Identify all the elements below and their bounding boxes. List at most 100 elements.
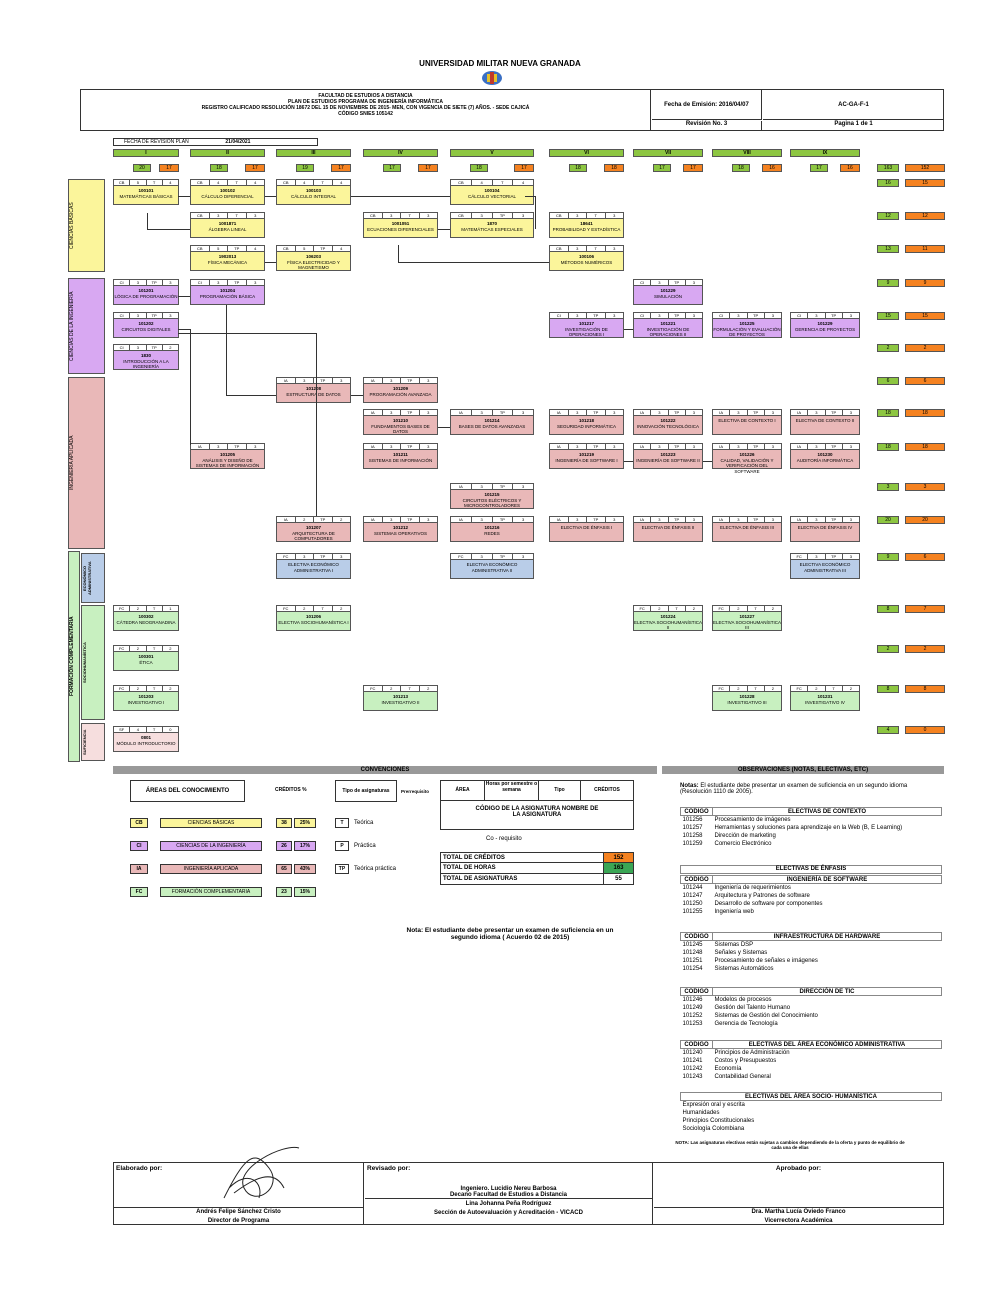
course-header-cell: 3 — [472, 554, 493, 559]
course-name: GERENCIA DE PROYECTOS — [794, 326, 856, 332]
course-header-cell: 3 — [808, 517, 826, 522]
semester-hours: 18 — [732, 164, 750, 172]
tipo-code: T — [335, 818, 349, 828]
course-header-cell: 5 — [210, 246, 228, 251]
course-header-cell: IA — [277, 517, 296, 522]
course-code: 101231 — [817, 694, 833, 699]
total-value: 163 — [603, 863, 633, 873]
obs-code-header: CODIGO — [680, 875, 713, 884]
course-header-cell: IA — [791, 444, 809, 449]
course-header-cell: FC — [713, 686, 731, 691]
course-header-cell: FC — [114, 646, 131, 651]
course-header-cell: 3 — [613, 517, 616, 522]
obs-code: 101256 — [682, 816, 703, 823]
course-code: 101203 — [138, 694, 154, 699]
row-total-credits: 9 — [905, 279, 945, 287]
course-header-cell: TP — [228, 246, 247, 251]
obs-code: 101252 — [682, 1012, 703, 1019]
conv-area-credits: 23 — [276, 887, 292, 897]
course-header-cell: 3 — [210, 280, 228, 285]
course-name: INVESTIGATIVO II — [381, 699, 420, 705]
course-name: INVESTIGACIÓN DE OPERACIONES II — [646, 326, 690, 338]
elaborado-label: Elaborado por: — [116, 1165, 163, 1172]
course-header-cell: T — [147, 180, 163, 185]
course-name: ELECTIVA DE CONTEXTO I — [718, 418, 776, 423]
obs-name: Principios Constitucionales — [682, 1117, 755, 1124]
course-header-cell: 3 — [340, 378, 343, 383]
conventions-nota: Nota: El estudiante debe presentar un ex… — [406, 927, 614, 941]
obs-name: Sistemas Automáticos — [714, 965, 774, 972]
revisado-role-1: Decano Facultad de Estudios a Distancia — [365, 1192, 652, 1199]
course-name: CIRCUITOS ELÉCTRICOS Y MICROCONTROLADORE… — [462, 497, 522, 509]
row-total-credits: 20 — [905, 516, 945, 524]
conventions-title: CONVENCIONES — [113, 766, 657, 774]
semester-credits: 16 — [762, 164, 782, 172]
course-header-cell: TP — [228, 280, 247, 285]
course-header-cell: CI — [713, 313, 731, 318]
course-header-cell: 3 — [210, 444, 228, 449]
course-code: 1001871 — [218, 221, 237, 226]
